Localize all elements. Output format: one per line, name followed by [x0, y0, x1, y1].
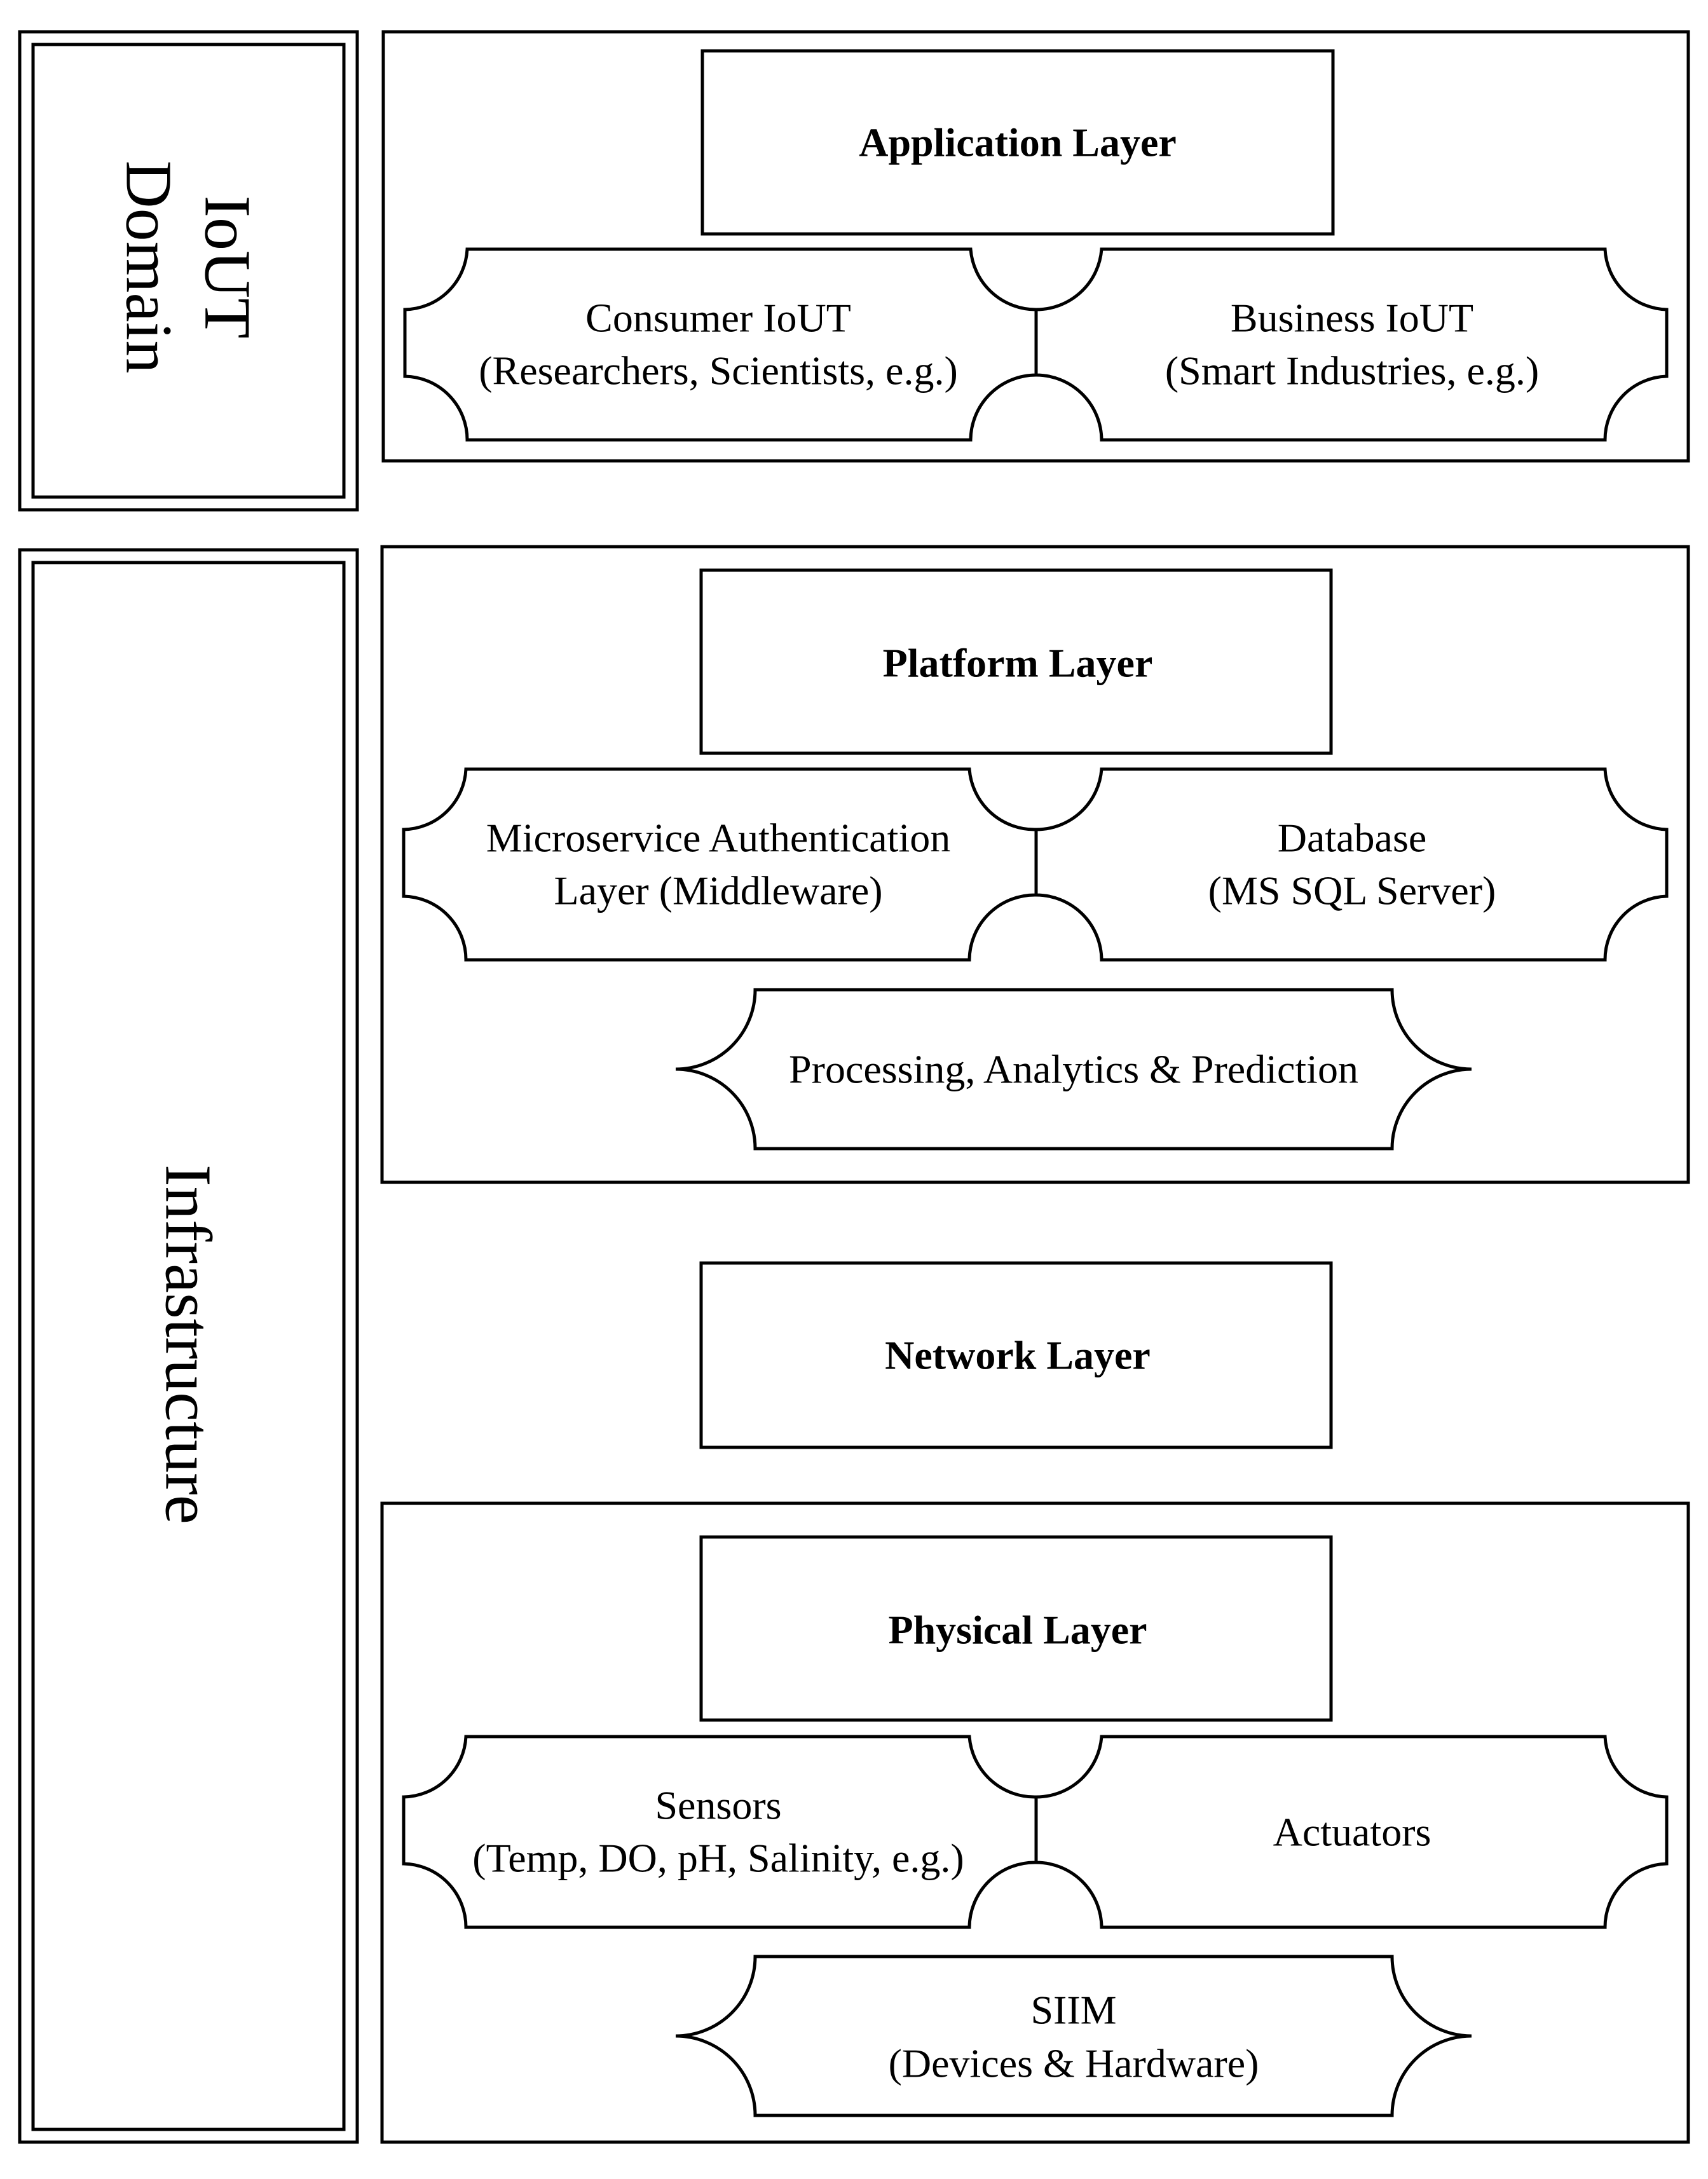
sensors-label: Sensors: [655, 1783, 781, 1828]
iout-domain-inner-frame: [31, 43, 346, 499]
physical-layer-box: [699, 1535, 1333, 1722]
platform-layer-title: Platform Layer: [883, 641, 1153, 686]
network-layer-box: [699, 1261, 1333, 1449]
platform-section: Platform Layer Microservice Authenticati…: [380, 545, 1690, 1184]
sensors-examples: (Temp, DO, pH, Salinity, e.g.): [472, 1836, 964, 1881]
physical-layer-title: Physical Layer: [888, 1608, 1147, 1653]
iout-domain-panel: IoUT Domain: [18, 30, 359, 512]
database-sublabel: (MS SQL Server): [1208, 868, 1496, 913]
platform-section-frame: [380, 545, 1690, 1184]
processing-analytics-block: [675, 988, 1472, 1151]
network-layer-title: Network Layer: [885, 1333, 1151, 1378]
application-section: Application Layer Consumer IoUT (Researc…: [381, 30, 1690, 463]
platform-layer-box: [699, 568, 1333, 755]
application-section-frame: [381, 30, 1690, 463]
network-section: Network Layer: [699, 1261, 1333, 1449]
physical-section: Physical Layer Sensors (Temp, DO, pH, Sa…: [380, 1501, 1690, 2144]
business-iout-block: [1034, 247, 1669, 442]
infrastructure-panel: Infrastructure: [18, 548, 359, 2144]
siim-sublabel: (Devices & Hardware): [889, 2041, 1259, 2086]
business-iout-label: Business IoUT: [1231, 296, 1473, 341]
microservice-auth-label: Microservice Authentication: [486, 816, 950, 861]
iout-domain-label-line2: Domain: [113, 160, 186, 373]
application-layer-box: [700, 49, 1335, 236]
siim-block: [675, 1955, 1472, 2117]
iout-domain-label: IoUT Domain: [113, 160, 264, 373]
consumer-iout-examples: (Researchers, Scientists, e.g.): [479, 348, 958, 393]
infrastructure-outer-frame: [18, 548, 359, 2144]
database-block: [1034, 767, 1669, 962]
physical-section-frame: [380, 1501, 1690, 2144]
actuators-label: Actuators: [1273, 1810, 1431, 1855]
infrastructure-label: Infrastructure: [152, 1165, 225, 1524]
actuators-block: [1034, 1735, 1669, 1929]
database-label: Database: [1278, 816, 1427, 861]
processing-analytics-label: Processing, Analytics & Prediction: [789, 1047, 1358, 1092]
consumer-iout-block: [403, 247, 1038, 442]
infrastructure-inner-frame: [31, 561, 346, 2131]
iout-domain-outer-frame: [18, 30, 359, 512]
iout-domain-label-line1: IoUT: [191, 195, 264, 338]
sensors-block: [402, 1735, 1038, 1929]
microservice-auth-block: [402, 767, 1038, 962]
application-layer-title: Application Layer: [859, 120, 1177, 165]
siim-label: SIIM: [1030, 1988, 1116, 2033]
microservice-auth-sublabel: Layer (Middleware): [554, 868, 882, 913]
business-iout-examples: (Smart Industries, e.g.): [1165, 348, 1539, 393]
consumer-iout-label: Consumer IoUT: [585, 296, 851, 341]
